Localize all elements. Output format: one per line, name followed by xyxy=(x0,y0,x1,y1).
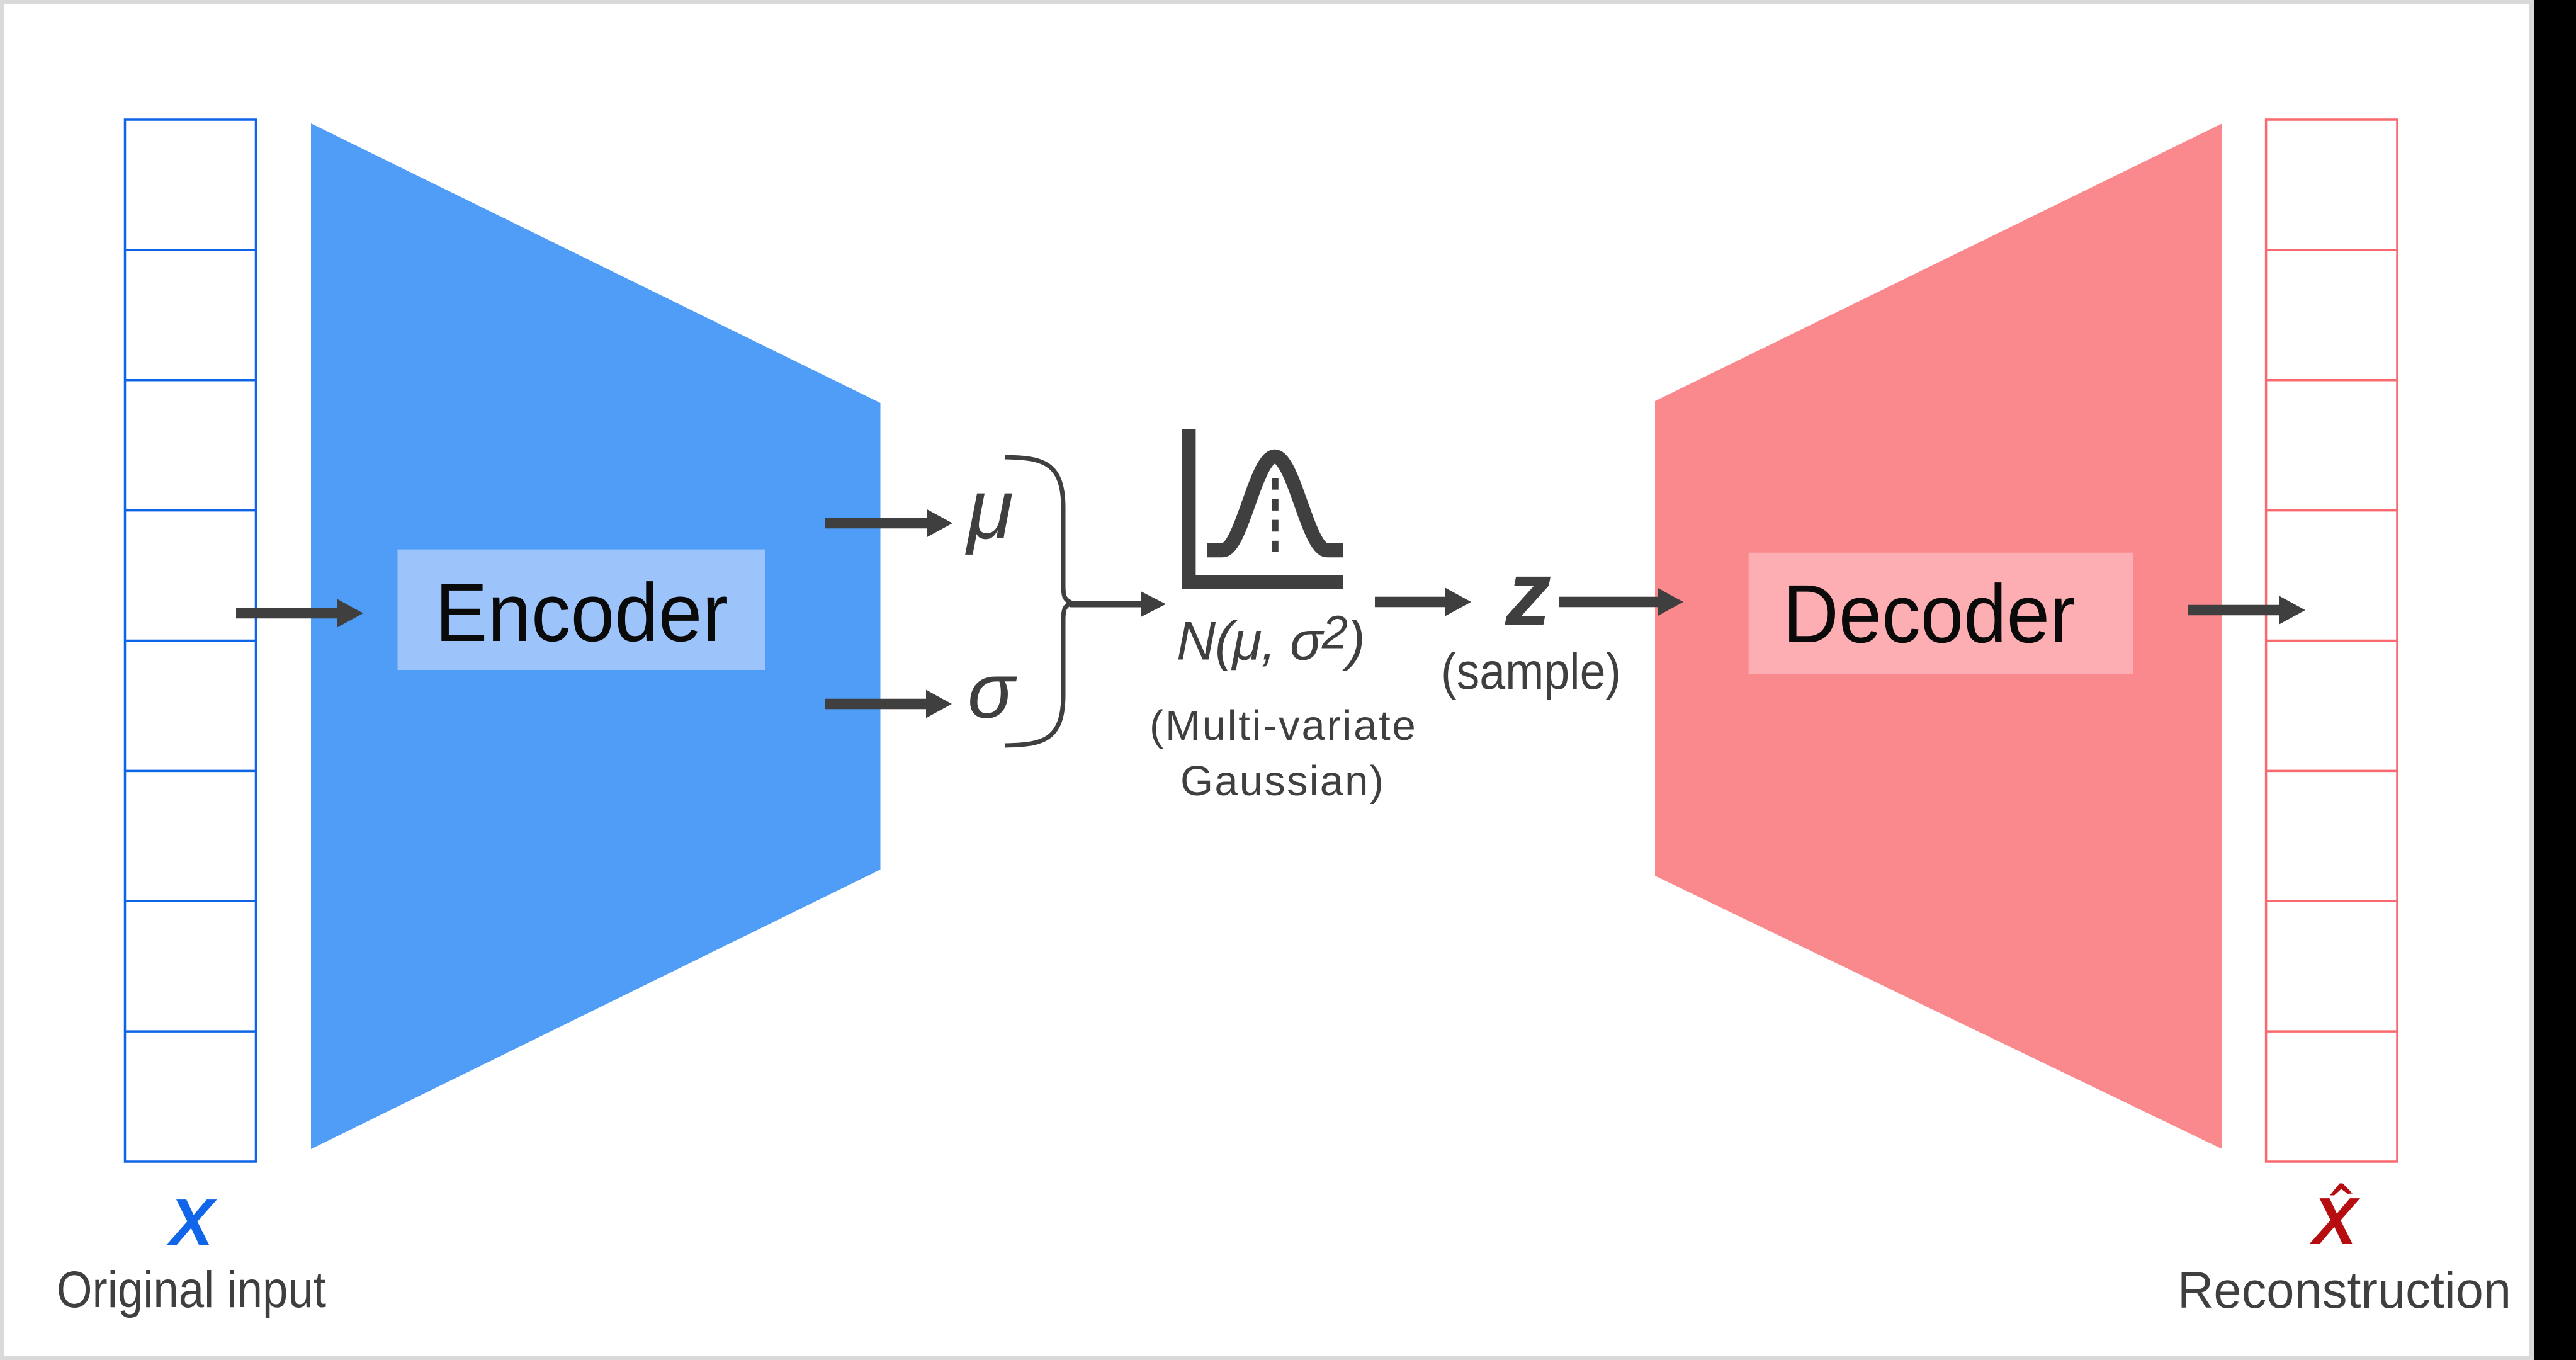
svg-text:Decoder: Decoder xyxy=(1783,567,2076,660)
svg-text:Encoder: Encoder xyxy=(435,566,728,659)
svg-text:σ: σ xyxy=(968,648,1017,735)
svg-text:(sample): (sample) xyxy=(1441,643,1621,700)
svg-text:Gaussian): Gaussian) xyxy=(1180,757,1385,805)
svg-text:z: z xyxy=(1505,542,1551,645)
svg-text:(Multi-variate: (Multi-variate xyxy=(1150,702,1418,749)
svg-text:μ: μ xyxy=(965,462,1014,557)
svg-text:Original input: Original input xyxy=(57,1261,326,1318)
svg-text:Reconstruction: Reconstruction xyxy=(2178,1262,2511,1319)
svg-text:X: X xyxy=(2309,1184,2360,1259)
svg-text:X: X xyxy=(166,1186,217,1260)
